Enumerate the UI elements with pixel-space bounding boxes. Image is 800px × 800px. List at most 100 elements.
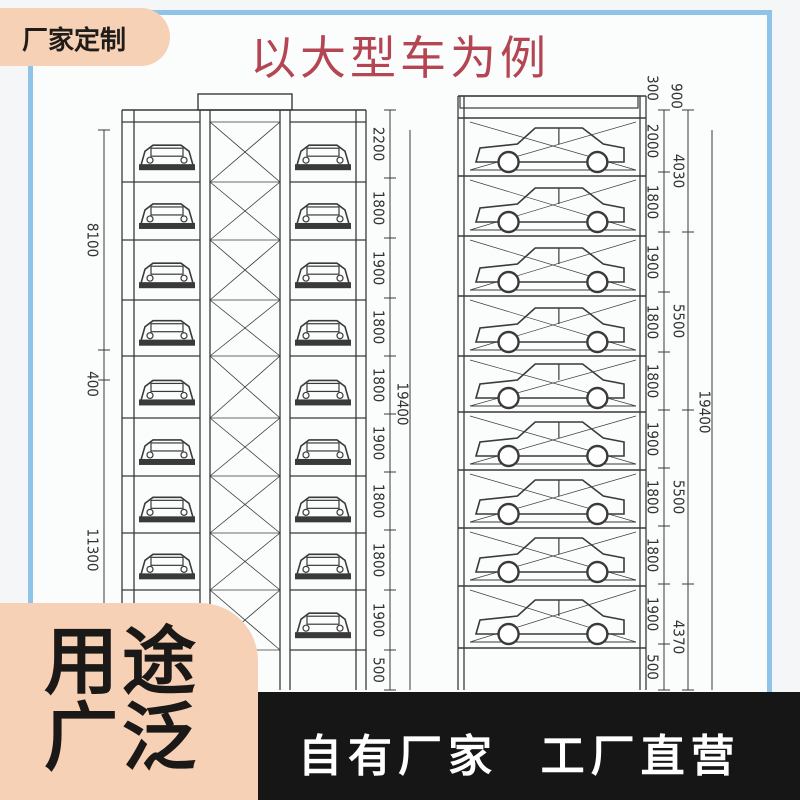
car-headlight — [336, 391, 344, 400]
car-headlight — [336, 565, 344, 573]
car-wheel — [497, 150, 520, 174]
right-rack: 2000180019001800180019001800180019005003… — [457, 75, 714, 691]
car-headlight — [302, 215, 310, 223]
dimension-label: 2000 — [644, 124, 662, 158]
car-side-view — [474, 599, 625, 646]
car-side-view — [474, 307, 625, 354]
car-front-view — [139, 496, 195, 523]
dimension-label: 900 — [668, 83, 686, 109]
dimension-label: 1800 — [370, 543, 388, 577]
car-wheel — [586, 270, 609, 294]
car-side-view — [474, 537, 625, 584]
car-headlight — [146, 391, 154, 400]
car-front-view — [295, 439, 351, 465]
car-body — [474, 421, 625, 457]
car-headlight — [146, 274, 154, 282]
car-side-view — [474, 421, 625, 468]
dimension-label: 1800 — [370, 310, 388, 344]
car-windshield — [306, 382, 340, 393]
car-bumper — [139, 339, 195, 346]
car-wheel — [586, 386, 609, 410]
car-body — [474, 307, 625, 343]
dimension-label: 1800 — [644, 538, 662, 572]
dimension-label: 1900 — [370, 426, 388, 460]
slogan-bar: 自有厂家 工厂直营 — [258, 692, 800, 800]
car-headlight — [146, 565, 154, 573]
car-headlight — [180, 215, 188, 223]
car-front-view — [295, 203, 351, 229]
car-front-view — [139, 319, 195, 346]
car-bumper — [139, 282, 195, 289]
car-front-view — [295, 496, 351, 523]
dimension-label: 1900 — [370, 251, 388, 285]
lift-machine — [197, 93, 293, 111]
dimension-label: 5500 — [670, 304, 688, 338]
car-body — [474, 537, 625, 573]
car-wheel — [497, 210, 520, 234]
shaft-brace — [209, 417, 281, 477]
shaft-brace — [209, 532, 281, 591]
car-headlight — [146, 332, 154, 340]
car-windshield — [306, 499, 340, 509]
car-windshield — [306, 442, 340, 452]
dimension-label: 1800 — [644, 305, 662, 339]
car-windshield — [306, 206, 340, 216]
car-headlight — [302, 565, 310, 573]
dimension-label: 1800 — [644, 364, 662, 398]
dimension-label: 8100 — [84, 223, 102, 257]
car-bumper — [295, 339, 351, 346]
custom-badge-label: 厂家定制 — [22, 26, 127, 56]
slogan-text: 自有厂家 工厂直营 — [298, 731, 741, 782]
car-bumper — [295, 282, 351, 289]
car-front-view — [295, 379, 351, 406]
dimension-label: 1800 — [370, 484, 388, 518]
car-headlight — [336, 508, 344, 516]
car-headlight — [336, 332, 344, 340]
car-headlight — [180, 156, 188, 164]
car-windshield — [150, 442, 184, 452]
car-wheel — [497, 330, 520, 354]
car-bumper — [139, 164, 195, 171]
car-headlight — [302, 156, 310, 164]
shaft-brace — [209, 299, 281, 357]
car-bumper — [295, 399, 351, 406]
car-bumper — [139, 458, 195, 465]
car-headlight — [146, 215, 154, 223]
promo-line-1: 用途 — [44, 619, 200, 705]
dimension-label: 2200 — [370, 127, 388, 161]
dimension-label: 11300 — [84, 529, 102, 572]
car-windshield — [150, 206, 184, 216]
dimension-label: 1800 — [370, 368, 388, 402]
dimension-label: 1800 — [644, 185, 662, 219]
dimension-label: 1800 — [370, 191, 388, 225]
car-front-view — [139, 553, 195, 580]
car-bumper — [295, 458, 351, 465]
dimension-label: 300 — [644, 75, 662, 101]
car-headlight — [302, 451, 310, 459]
promo-line-2: 广泛 — [44, 695, 200, 781]
dimension-label: 19400 — [696, 391, 714, 434]
car-wheel — [586, 502, 609, 526]
car-front-view — [295, 319, 351, 346]
car-side-view — [474, 479, 625, 526]
car-windshield — [306, 615, 340, 625]
car-wheel — [497, 386, 520, 410]
car-front-view — [139, 439, 195, 465]
car-bumper — [295, 573, 351, 580]
car-front-view — [295, 553, 351, 580]
shaft-brace — [209, 181, 281, 241]
car-headlight — [146, 508, 154, 516]
car-bumper — [139, 516, 195, 523]
car-bumper — [295, 222, 351, 229]
car-windshield — [150, 147, 184, 157]
car-headlight — [180, 332, 188, 340]
car-wheel — [497, 270, 520, 294]
car-headlight — [146, 156, 154, 164]
dimension-label: 400 — [84, 371, 102, 397]
car-windshield — [306, 323, 340, 333]
car-headlight — [336, 624, 344, 632]
dimension-label: 1900 — [370, 603, 388, 637]
promo-panel: 用途 广泛 — [0, 603, 258, 800]
car-front-view — [139, 203, 195, 229]
car-windshield — [150, 499, 184, 509]
